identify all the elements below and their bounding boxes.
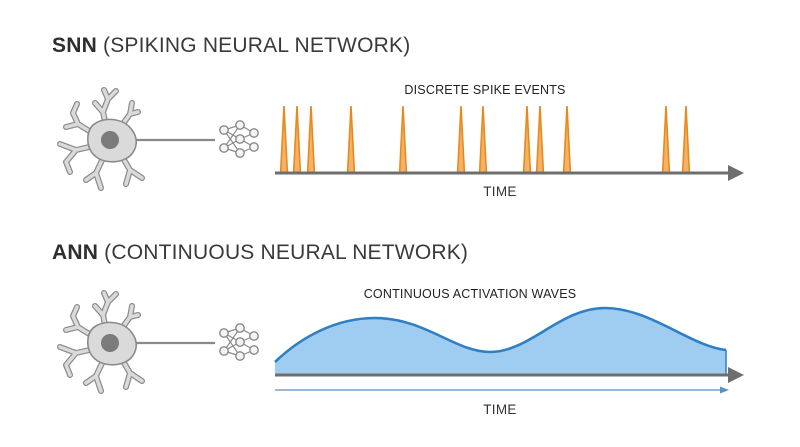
spike-event	[522, 105, 532, 174]
spike-event	[456, 105, 466, 174]
ann-caption: CONTINUOUS ACTIVATION WAVES	[364, 287, 577, 301]
activation-wave	[274, 306, 727, 375]
spike-train	[279, 105, 691, 174]
ann-full-name: (CONTINUOUS NEURAL NETWORK)	[104, 241, 469, 264]
snn-neuron-icon	[60, 90, 215, 188]
spike-event	[535, 105, 545, 174]
ann-time-axis	[275, 367, 744, 383]
spike-event	[346, 105, 356, 174]
spike-event	[292, 105, 302, 174]
snn-network-node-icon	[219, 120, 259, 158]
snn-time-axis	[275, 165, 744, 181]
ann-secondary-arrow-icon	[720, 386, 729, 394]
ann-network-node-icon	[219, 323, 259, 361]
snn-axis-label: TIME	[483, 184, 516, 199]
spike-event	[279, 105, 289, 174]
snn-abbr: SNN	[52, 34, 97, 57]
ann-axis-label: TIME	[483, 402, 516, 417]
snn-full-name: (SPIKING NEURAL NETWORK)	[103, 34, 411, 57]
wave-curve	[274, 306, 727, 363]
ann-neuron-icon	[60, 293, 215, 391]
ann-abbr: ANN	[52, 241, 99, 264]
spike-event	[681, 105, 691, 174]
wave-area	[275, 308, 726, 375]
spike-event	[478, 105, 488, 174]
ann-section-title: ANN (CONTINUOUS NEURAL NETWORK)	[52, 241, 468, 265]
snn-arrow-head-icon	[728, 165, 744, 181]
snn-caption: DISCRETE SPIKE EVENTS	[404, 83, 565, 97]
spike-event	[661, 105, 671, 174]
ann-secondary-time-axis	[275, 386, 729, 394]
spike-event	[562, 105, 572, 174]
snn-section-title: SNN (SPIKING NEURAL NETWORK)	[52, 34, 410, 58]
spike-event	[398, 105, 408, 174]
ann-arrow-head-icon	[728, 367, 744, 383]
spike-event	[306, 105, 316, 174]
